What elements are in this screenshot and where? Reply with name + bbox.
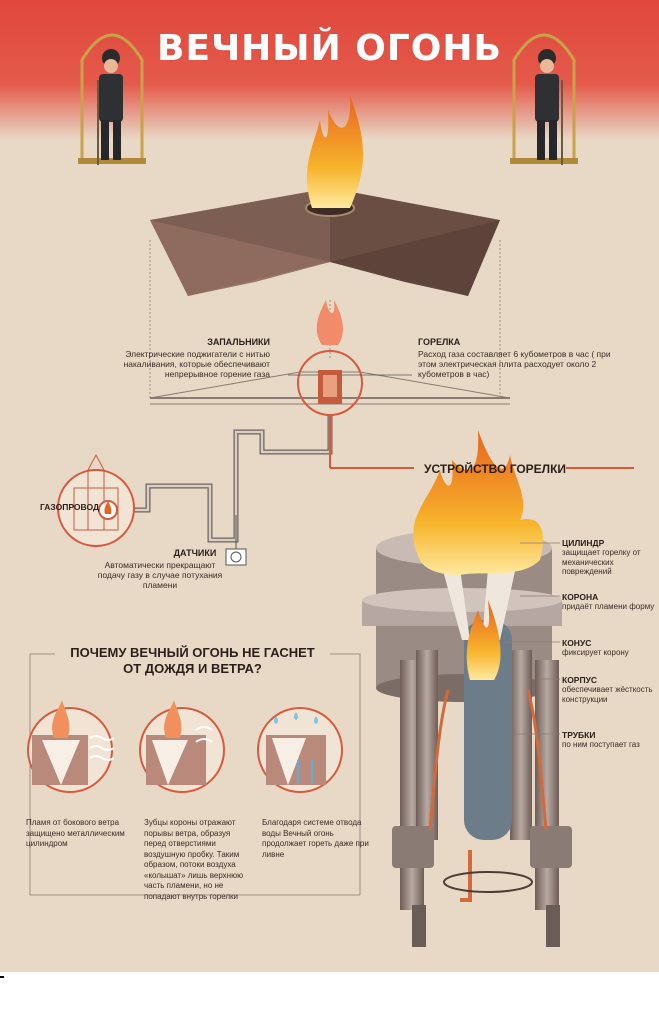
part-name: ТРУБКИ xyxy=(562,730,596,740)
part-body: КОРПУС обеспечивает жёсткость конструкци… xyxy=(562,675,657,704)
part-crown: КОРОНА придаёт пламени форму xyxy=(562,592,657,612)
schematic-slab xyxy=(149,300,511,416)
illustration xyxy=(27,33,634,947)
part-text: защищает горелку от механических поврежд… xyxy=(562,548,641,576)
part-name: ЦИЛИНДР xyxy=(562,538,605,548)
part-text: по ним поступает газ xyxy=(562,740,640,749)
why-caption-1: Пламя от бокового ветра защищено металли… xyxy=(26,818,125,848)
burner-flame xyxy=(413,430,544,575)
sensors-title: ДАТЧИКИ xyxy=(173,548,217,558)
part-name: КОРОНА xyxy=(562,592,599,602)
why-section-title: ПОЧЕМУ ВЕЧНЫЙ ОГОНЬ НЕ ГАСНЕТ ОТ ДОЖДЯ И… xyxy=(70,645,315,676)
gas-pipeline-icon xyxy=(57,453,135,547)
burner-text: Расход газа составляет 6 кубометров в ча… xyxy=(418,349,611,379)
why-caption-2: Зубцы короны отражают порывы ветра, обра… xyxy=(144,818,244,901)
part-name: КОРПУС xyxy=(562,675,598,685)
page-title: ВЕЧНЫЙ ОГОНЬ xyxy=(157,28,502,69)
igniters-title: ЗАПАЛЬНИКИ xyxy=(207,337,270,347)
gas-pipes xyxy=(130,415,634,566)
why-illustration-1 xyxy=(27,700,115,793)
part-text: придаёт пламени форму xyxy=(562,602,655,611)
part-cylinder: ЦИЛИНДР защищает горелку от механических… xyxy=(562,538,657,577)
why-illustration-3 xyxy=(257,707,343,793)
burner-title: ГОРЕЛКА xyxy=(418,337,461,347)
part-cone: КОНУС фиксирует корону xyxy=(562,638,657,658)
sensors-text: Автоматически прекращают подачу газу в с… xyxy=(97,560,223,590)
star-monument xyxy=(150,188,500,296)
poster: ВЕЧНЫЙ ОГОНЬ xyxy=(0,0,659,972)
why-illustration-2 xyxy=(139,700,225,793)
burner-device-title: УСТРОЙСТВО ГОРЕЛКИ xyxy=(424,462,567,476)
guard-left xyxy=(78,33,146,165)
gas-pipeline-title: ГАЗОПРОВОД xyxy=(40,502,100,512)
eternal-flame xyxy=(306,95,364,208)
igniters-text: Электрические поджигатели с нитью накали… xyxy=(123,349,270,379)
part-text: фиксирует корону xyxy=(562,648,629,657)
burner-device xyxy=(362,530,572,947)
guard-right xyxy=(510,33,578,165)
divider xyxy=(0,976,4,978)
part-text: обеспечивает жёсткость конструкции xyxy=(562,685,653,704)
why-caption-3: Благодаря системе отвода воды Вечный ого… xyxy=(262,818,369,859)
part-name: КОНУС xyxy=(562,638,592,648)
part-tubes: ТРУБКИ по ним поступает газ xyxy=(562,730,657,750)
